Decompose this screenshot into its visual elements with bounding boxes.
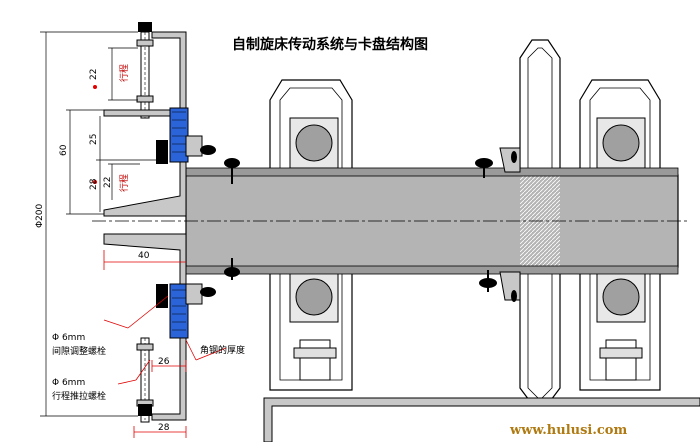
pulley-bracket-bottom: [479, 270, 521, 302]
label-bolt2-name: 行程推拉螺栓: [52, 390, 106, 402]
dim-28-left: 28: [89, 178, 99, 190]
label-angle-thickness: 角钢的厚度: [200, 344, 245, 356]
label-travel-top: 行程: [118, 64, 130, 82]
pulley-bracket-top: [475, 147, 521, 178]
dim-26: 26: [158, 357, 170, 367]
watermark-text: www.hulusi.com: [509, 423, 627, 438]
dim-60: 60: [59, 144, 69, 156]
travel-bolt-bottom: [136, 337, 154, 423]
dim-40: 40: [138, 251, 150, 261]
base-plate: [263, 397, 700, 443]
label-bolt2-size: Φ 6mm: [52, 378, 85, 388]
lower-gap-adjust-assembly: [156, 258, 240, 339]
travel-marker-bottom: [93, 180, 97, 184]
dim-22-bottom: 22: [103, 177, 113, 188]
dim-diameter: Φ200: [35, 203, 45, 228]
upper-gap-adjust-assembly: [156, 107, 240, 184]
label-travel-bottom: 行程: [118, 174, 130, 192]
travel-marker-top: [93, 85, 97, 89]
dimension-lines: [40, 31, 160, 417]
dim-22-top: 22: [89, 69, 99, 80]
dim-28-bottom: 28: [158, 423, 170, 433]
label-bolt1-name: 间隙调整螺栓: [52, 345, 106, 357]
travel-bolt-top: [136, 22, 154, 119]
dimension-lines-red: [103, 250, 227, 438]
label-bolt1-size: Φ 6mm: [52, 333, 85, 343]
bearing-stand-left: [269, 79, 353, 391]
dim-25: 25: [89, 134, 99, 145]
diagram-title: 自制旋床传动系统与卡盘结构图: [232, 36, 428, 53]
